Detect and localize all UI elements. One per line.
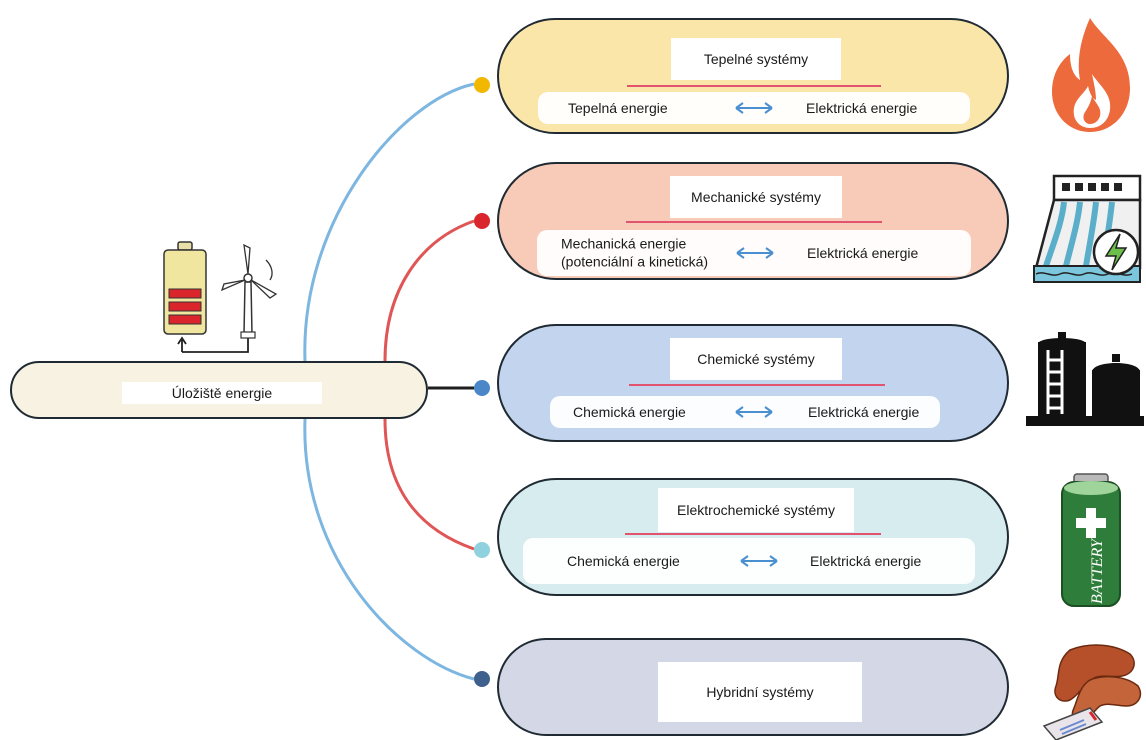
connector-electrochemical [383,418,475,551]
hybrid-systems-title: Hybridní systémy [658,662,862,722]
thermal-systems-title: Tepelné systémy [671,38,841,80]
mechanical-target-label: Elektrická energie [807,245,919,261]
connector-dot-thermal [474,77,490,93]
connector-mechanical [383,219,475,362]
electrochemical-source-label: Chemická energie [567,553,680,569]
thermal-separator [627,85,881,87]
chemical-target-label: Elektrická energie [808,404,920,420]
bidirectional-arrow-icon [735,406,773,418]
thermal-target-label: Elektrická energie [806,100,918,116]
battery-and-wind-turbine-icon [163,241,278,353]
connector-dot-hybrid [474,671,490,687]
connector-dot-mechanical [474,213,490,229]
connector-thermal [303,82,475,362]
electrochemical-systems-title: Elektrochemické systémy [658,488,854,532]
mechanical-source-label: Mechanická energie (potenciální a kineti… [561,235,709,270]
storage-tanks-icon [1026,332,1144,426]
root-label: Úložiště energie [122,382,322,404]
mechanical-separator [626,221,882,223]
electrochemical-target-label: Elektrická energie [810,553,922,569]
bidirectional-arrow-icon [740,555,778,567]
hybrid-hands-icon [1042,644,1142,740]
bidirectional-arrow-icon [736,247,774,259]
thermal-conversion-row: Tepelná energie Elektrická energie [538,92,970,124]
connector-dot-electrochemical [474,542,490,558]
hydro-dam-icon [1033,174,1142,283]
chemical-conversion-row: Chemická energie Elektrická energie [550,396,940,428]
connector-dot-chemical [474,380,490,396]
chemical-separator [629,384,885,386]
mechanical-systems-title: Mechanické systémy [670,176,842,218]
connector-hybrid [303,418,475,681]
flame-icon [1052,18,1130,132]
chemical-source-label: Chemická energie [573,404,686,420]
bidirectional-arrow-icon [735,102,773,114]
electrochemical-conversion-row: Chemická energie Elektrická energie [523,538,975,584]
thermal-source-label: Tepelná energie [568,100,668,116]
battery-icon-label: BATTERY [1089,537,1106,604]
battery-icon: BATTERY [1061,473,1121,607]
chemical-systems-title: Chemické systémy [670,338,842,380]
electrochemical-separator [625,533,881,535]
mechanical-conversion-row: Mechanická energie (potenciální a kineti… [537,230,971,276]
